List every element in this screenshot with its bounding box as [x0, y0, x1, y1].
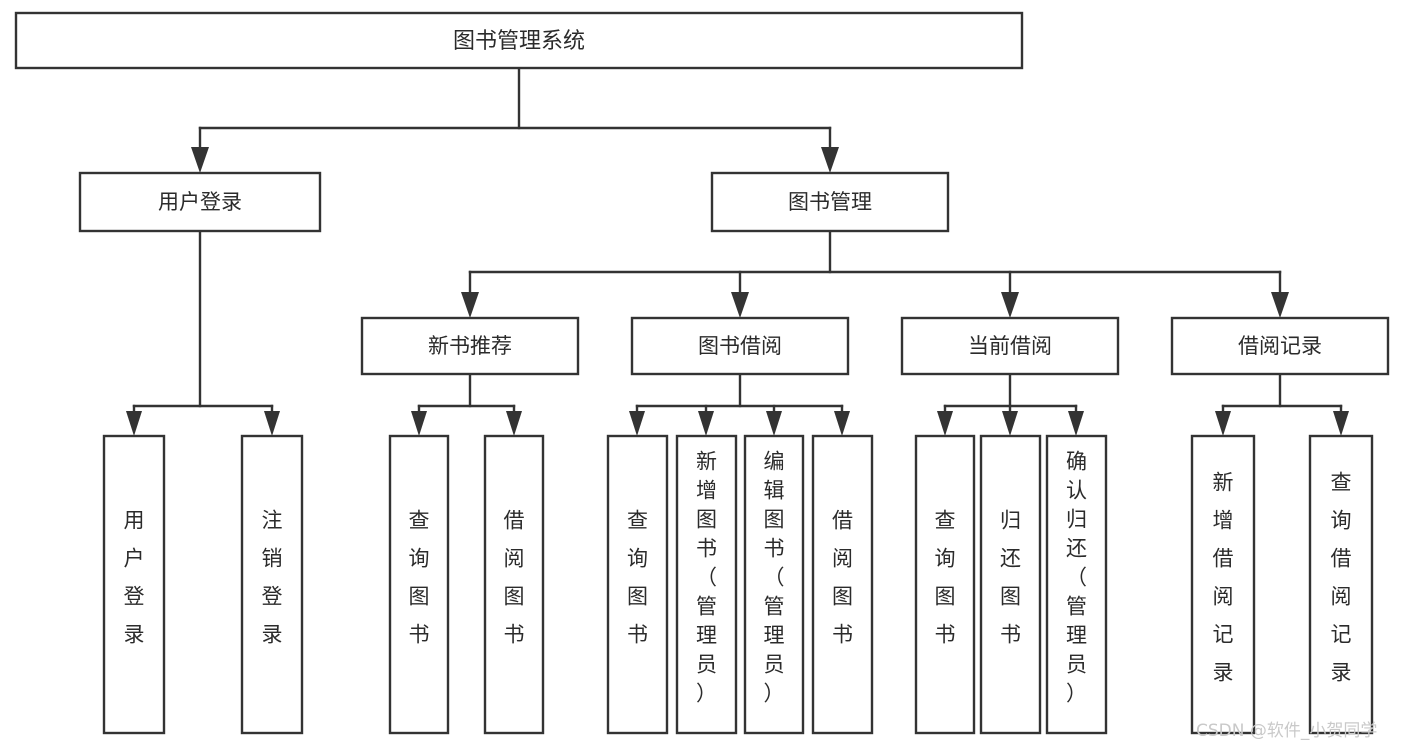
node-book-management[interactable]: 图书管理 — [710, 171, 950, 233]
node-leaf-borrow-book-1[interactable]: 借阅图书 — [483, 434, 545, 735]
node-book-borrow[interactable]: 图书借阅 — [630, 316, 850, 376]
arrowhead-leaf-query-book-1 — [411, 411, 427, 436]
node-book-borrow-label: 图书借阅 — [698, 334, 782, 358]
node-leaf-borrow-book-1-label: 借阅图书 — [504, 509, 525, 647]
csdn-watermark: CSDN @软件_小贺同学 — [1196, 721, 1377, 741]
node-leaf-add-book-box[interactable] — [675, 434, 738, 735]
node-leaf-borrow-book-2-label: 借阅图书 — [832, 509, 853, 647]
arrowhead-leaf-logout — [264, 411, 280, 436]
node-leaf-borrow-book-1-box[interactable] — [483, 434, 545, 735]
arrowhead-user-login — [191, 147, 209, 173]
node-leaf-query-book-3[interactable]: 查询图书 — [914, 434, 976, 735]
node-leaf-return-book[interactable]: 归还图书 — [979, 434, 1042, 735]
connector-group-bookmgmt-to-level3 — [461, 229, 1289, 318]
arrowhead-book-management — [821, 147, 839, 173]
paren-glyph: （ — [1066, 566, 1087, 590]
node-user-login[interactable]: 用户登录 — [78, 171, 322, 233]
arrowhead-new-book-recommend — [461, 292, 479, 318]
arrowhead-leaf-query-record — [1333, 411, 1349, 436]
paren-glyph: ） — [696, 682, 717, 706]
node-leaf-add-record-box[interactable] — [1190, 434, 1256, 735]
node-new-book-recommend[interactable]: 新书推荐 — [360, 316, 580, 376]
connector-group-userlogin-to-leaves — [126, 229, 280, 436]
node-user-login-box[interactable] — [78, 171, 322, 233]
paren-glyph: ） — [764, 682, 785, 706]
node-user-login-label: 用户登录 — [158, 190, 242, 214]
paren-glyph: ） — [1066, 682, 1087, 706]
node-leaf-query-book-1[interactable]: 查询图书 — [388, 434, 450, 735]
arrowhead-borrow-record — [1271, 292, 1289, 318]
node-leaf-confirm-return-label: 确认归还（管理员） — [1066, 450, 1087, 706]
arrowhead-leaf-add-book — [698, 411, 714, 436]
node-leaf-edit-book-box[interactable] — [743, 434, 805, 735]
node-root-box[interactable] — [14, 11, 1024, 70]
node-leaf-edit-book[interactable]: 编辑图书（管理员） — [743, 434, 805, 735]
node-leaf-add-book[interactable]: 新增图书（管理员） — [675, 434, 738, 735]
node-leaf-query-book-1-label: 查询图书 — [409, 509, 430, 647]
connector-group-currentborrow-to-leaves — [937, 372, 1084, 436]
node-leaf-add-record[interactable]: 新增借阅记录 — [1190, 434, 1256, 735]
arrowhead-leaf-borrow-book-1 — [506, 411, 522, 436]
arrowhead-current-borrow — [1001, 292, 1019, 318]
node-borrow-record-label: 借阅记录 — [1238, 334, 1322, 358]
connector-group-borrowrecord-to-leaves — [1215, 372, 1349, 436]
node-leaf-add-record-label: 新增借阅记录 — [1213, 471, 1234, 685]
arrowhead-leaf-edit-book — [766, 411, 782, 436]
arrowhead-leaf-query-book-3 — [937, 411, 953, 436]
node-leaf-add-book-label: 新增图书（管理员） — [696, 450, 717, 706]
node-leaf-confirm-return[interactable]: 确认归还（管理员） — [1045, 434, 1108, 735]
node-leaf-query-record-box[interactable] — [1308, 434, 1374, 735]
node-borrow-record-box[interactable] — [1170, 316, 1390, 376]
connector-group-bookborrow-to-leaves — [629, 372, 850, 436]
node-book-management-label: 图书管理 — [788, 190, 872, 214]
node-leaf-logout[interactable]: 注销登录 — [240, 434, 304, 735]
arrowhead-leaf-borrow-book-2 — [834, 411, 850, 436]
node-borrow-record[interactable]: 借阅记录 — [1170, 316, 1390, 376]
connector-group-newbook-to-leaves — [411, 372, 522, 436]
node-current-borrow-box[interactable] — [900, 316, 1120, 376]
node-leaf-logout-label: 注销登录 — [262, 509, 283, 647]
node-leaf-borrow-book-2[interactable]: 借阅图书 — [811, 434, 874, 735]
arrowhead-leaf-user-login — [126, 411, 142, 436]
leaf-node-layer: 用户登录 注销登录 查询图书 借阅图书 查询图书 新增图书（管理员） 编辑图书（管理员） 借阅… — [102, 434, 1374, 735]
node-current-borrow-label: 当前借阅 — [968, 334, 1052, 358]
node-leaf-borrow-book-2-box[interactable] — [811, 434, 874, 735]
node-leaf-query-book-3-label: 查询图书 — [935, 509, 956, 647]
node-leaf-query-book-2[interactable]: 查询图书 — [606, 434, 669, 735]
node-current-borrow[interactable]: 当前借阅 — [900, 316, 1120, 376]
node-root-label: 图书管理系统 — [453, 29, 585, 54]
node-leaf-return-book-label: 归还图书 — [1000, 509, 1021, 647]
node-leaf-return-book-box[interactable] — [979, 434, 1042, 735]
node-leaf-query-book-1-box[interactable] — [388, 434, 450, 735]
node-book-management-box[interactable] — [710, 171, 950, 233]
node-leaf-query-book-3-box[interactable] — [914, 434, 976, 735]
node-root[interactable]: 图书管理系统 — [14, 11, 1024, 70]
arrowhead-leaf-add-record — [1215, 411, 1231, 436]
arrowhead-leaf-query-book-2 — [629, 411, 645, 436]
node-leaf-query-record[interactable]: 查询借阅记录 — [1308, 434, 1374, 735]
node-leaf-query-record-label: 查询借阅记录 — [1331, 471, 1352, 685]
paren-glyph: （ — [764, 566, 785, 590]
arrowhead-leaf-return-book — [1002, 411, 1018, 436]
paren-glyph: （ — [696, 566, 717, 590]
node-leaf-logout-box[interactable] — [240, 434, 304, 735]
node-book-borrow-box[interactable] — [630, 316, 850, 376]
arrowhead-leaf-confirm-return — [1068, 411, 1084, 436]
node-leaf-edit-book-label: 编辑图书（管理员） — [764, 450, 785, 706]
node-new-book-recommend-label: 新书推荐 — [428, 334, 512, 358]
node-leaf-confirm-return-box[interactable] — [1045, 434, 1108, 735]
node-leaf-user-login[interactable]: 用户登录 — [102, 434, 166, 735]
node-leaf-query-book-2-box[interactable] — [606, 434, 669, 735]
node-leaf-user-login-box[interactable] — [102, 434, 166, 735]
node-leaf-user-login-label: 用户登录 — [124, 509, 145, 647]
node-leaf-query-book-2-label: 查询图书 — [627, 509, 648, 647]
arrowhead-book-borrow — [731, 292, 749, 318]
connector-group-root-to-level2 — [191, 66, 839, 173]
node-new-book-recommend-box[interactable] — [360, 316, 580, 376]
